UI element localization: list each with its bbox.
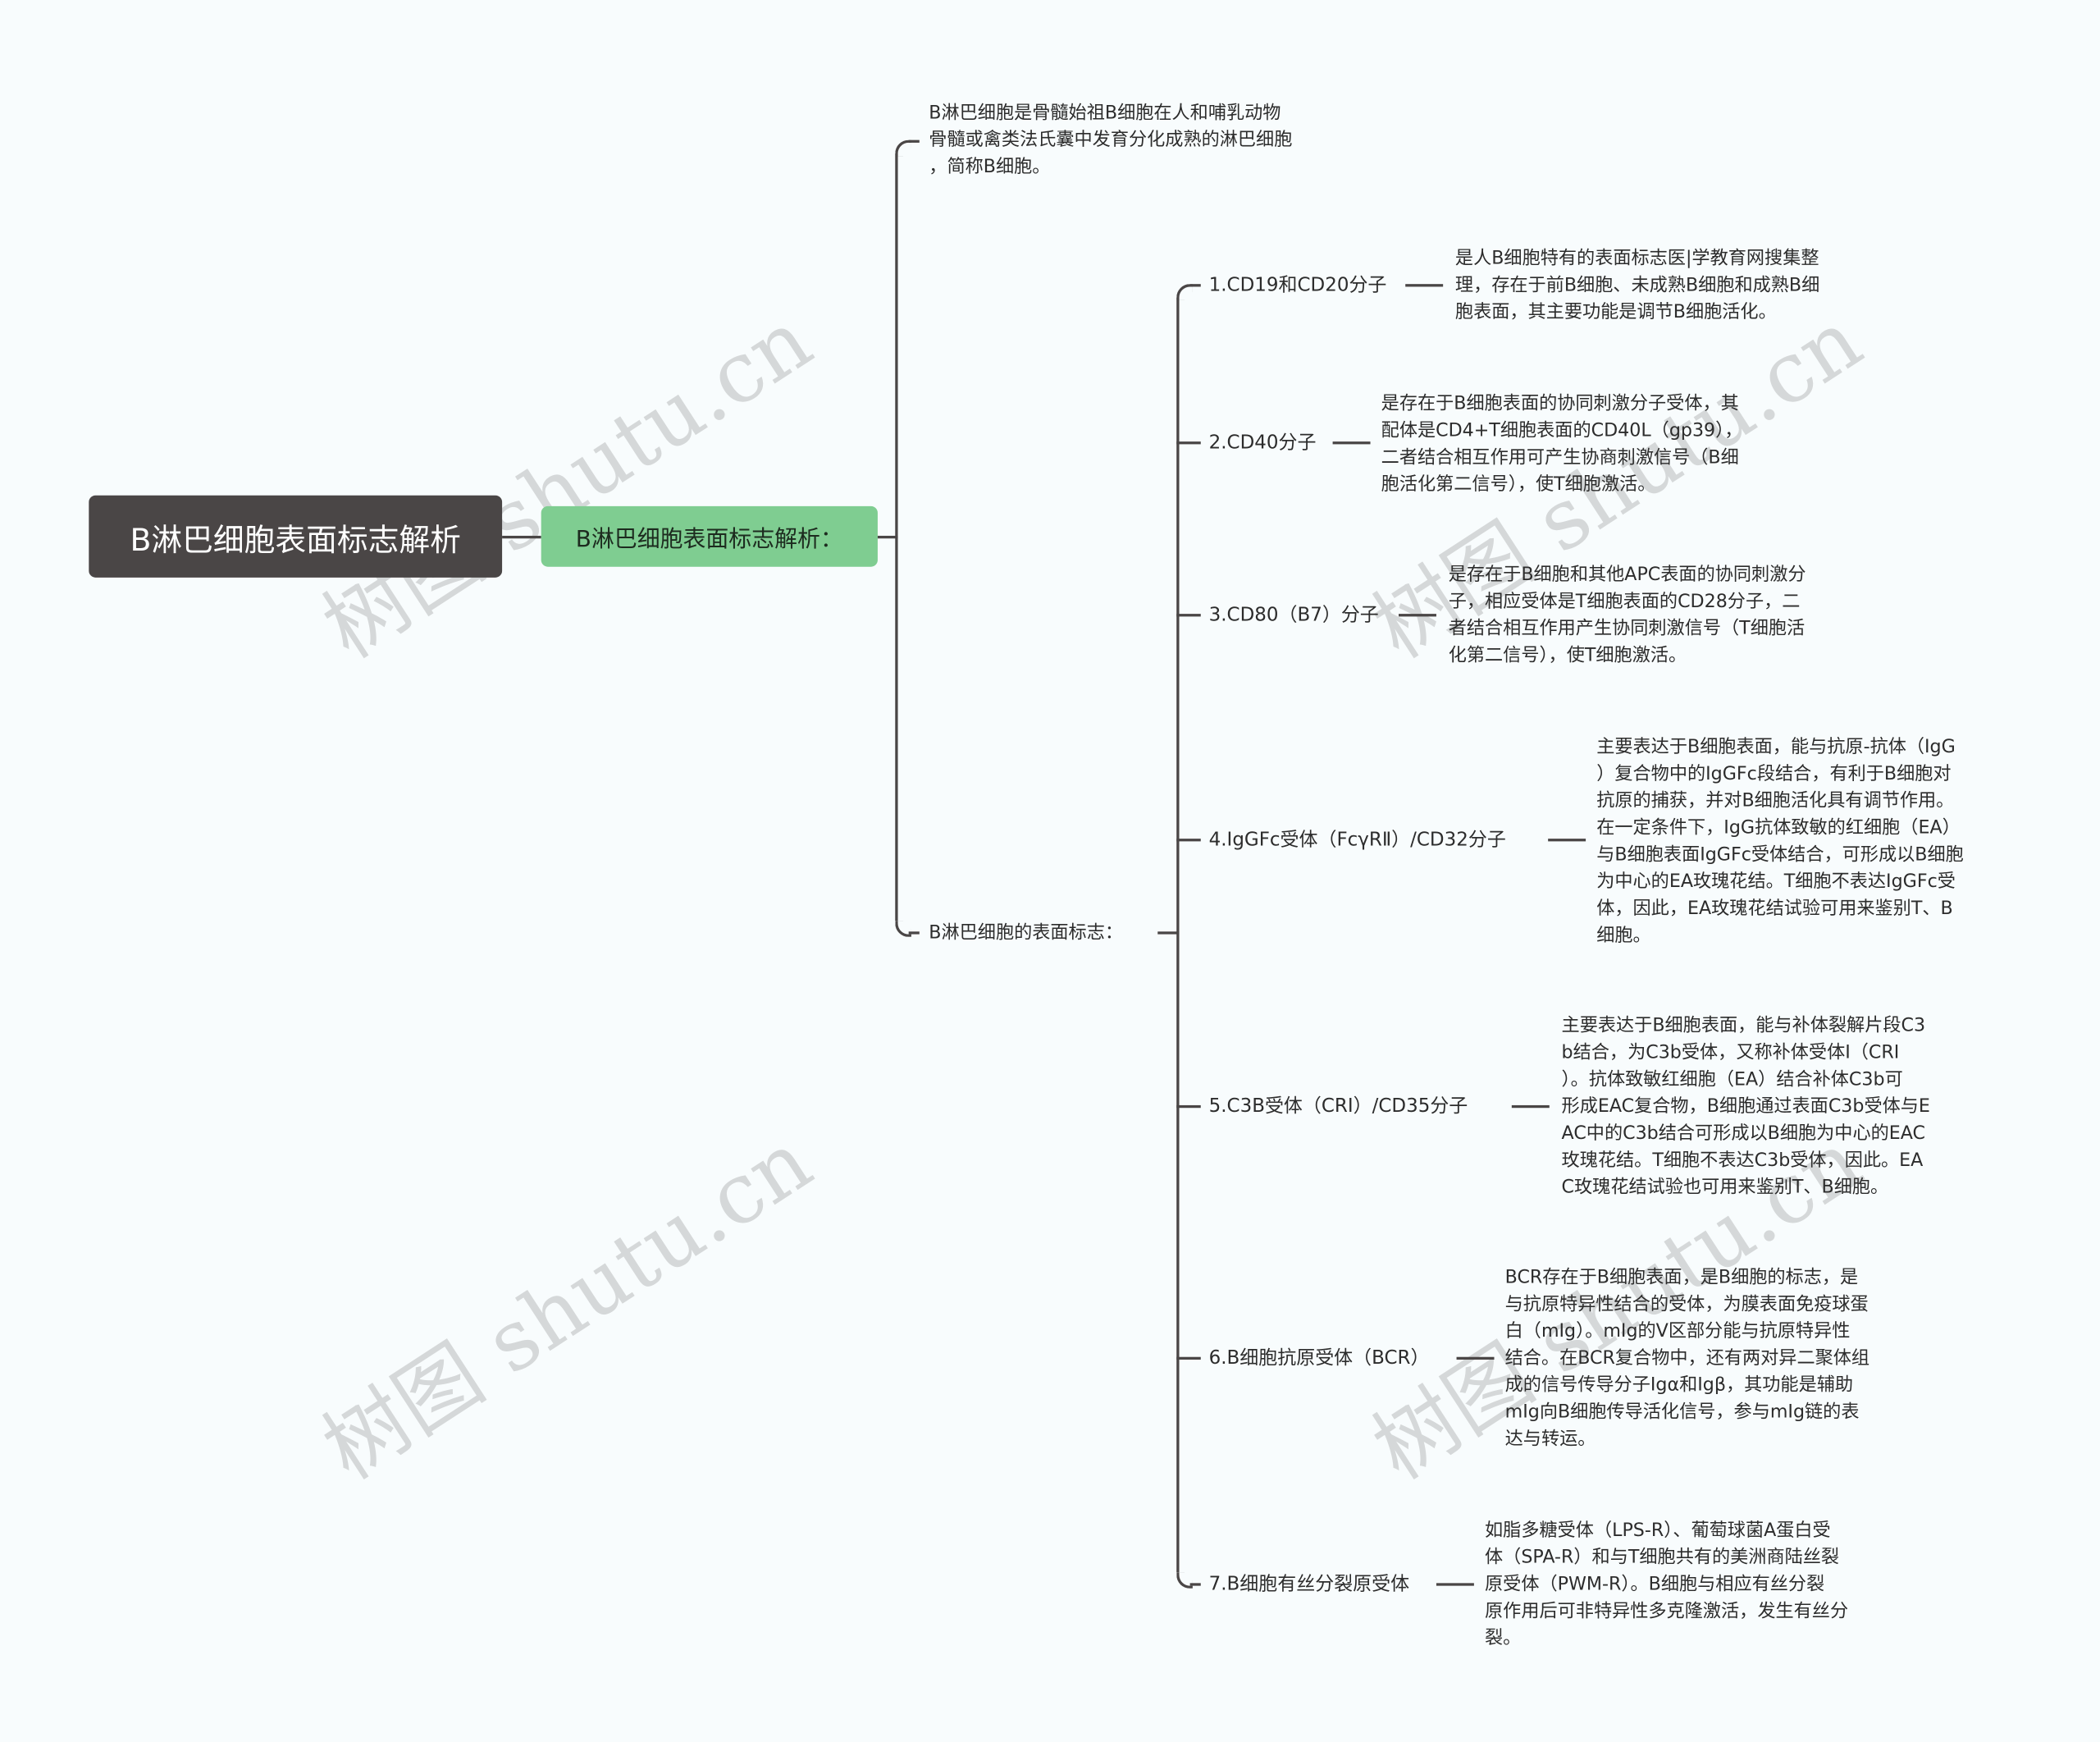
marker-item-label[interactable]: 4.IgGFc受体（FcγRⅡ）/CD32分子 bbox=[1208, 829, 1506, 851]
marker-item-detail[interactable]: BCR存在于B细胞表面，是B细胞的标志，是 与抗原特异性结合的受体，为膜表面免疫… bbox=[1504, 1266, 1870, 1450]
marker-item-detail[interactable]: 主要表达于B细胞表面，能与抗原-抗体（IgG ）复合物中的IgGFc段结合，有利… bbox=[1596, 736, 1964, 947]
connector-line bbox=[1176, 441, 1201, 445]
connector-line bbox=[1456, 1356, 1495, 1360]
markers-label[interactable]: B淋巴细胞的表面标志： bbox=[929, 921, 1124, 944]
connector-line bbox=[1332, 441, 1371, 445]
connector-line bbox=[908, 931, 920, 935]
marker-item-detail[interactable]: 如脂多糖受体（LPS-R）、葡萄球菌A蛋白受 体（SPA-R）和与T细胞共有的美… bbox=[1485, 1520, 1849, 1649]
marker-item-label[interactable]: 3.CD80（B7）分子 bbox=[1208, 604, 1379, 626]
marker-item-detail[interactable]: 是人B细胞特有的表面标志医|学教育网搜集整 理，存在于前B细胞、未成熟B细胞和成… bbox=[1454, 247, 1820, 323]
connector-line bbox=[1511, 1104, 1550, 1109]
connector-line bbox=[1548, 839, 1586, 842]
bracket-curve bbox=[895, 139, 911, 157]
marker-item-detail[interactable]: 是存在于B细胞表面的协同刺激分子受体，其 配体是CD4+T细胞表面的CD40L（… bbox=[1381, 393, 1743, 496]
connector-line bbox=[1398, 614, 1436, 617]
marker-item-label[interactable]: 7.B细胞有丝分裂原受体 bbox=[1208, 1573, 1410, 1596]
connector-line bbox=[877, 535, 898, 539]
connector-line bbox=[1189, 1583, 1201, 1586]
level1-node-label: B淋巴细胞表面标志解析： bbox=[575, 526, 843, 554]
connector-line bbox=[1176, 614, 1201, 617]
connector-line bbox=[1405, 284, 1444, 287]
bracket-curve bbox=[895, 921, 911, 937]
connector-line bbox=[1189, 284, 1201, 287]
marker-item-label[interactable]: 6.B细胞抗原受体（BCR） bbox=[1208, 1347, 1430, 1369]
connector-line bbox=[1176, 1104, 1201, 1109]
connector-line bbox=[502, 535, 541, 539]
level1-node[interactable]: B淋巴细胞表面标志解析： bbox=[541, 505, 878, 567]
marker-item-label[interactable]: 1.CD19和CD20分子 bbox=[1208, 274, 1387, 296]
marker-item-detail[interactable]: 主要表达于B细胞表面，能与补体裂解片段C3 b结合，为C3b受体，又称补体受体Ⅰ… bbox=[1561, 1015, 1930, 1199]
bracket-curve bbox=[1176, 284, 1193, 300]
bracket-curve bbox=[1176, 1572, 1193, 1589]
connector-line bbox=[1176, 839, 1201, 842]
connector-line bbox=[1176, 1356, 1201, 1360]
bracket-line bbox=[1176, 297, 1180, 1573]
connector-line bbox=[1157, 931, 1180, 935]
marker-item-detail[interactable]: 是存在于B细胞和其他APC表面的协同刺激分 子，相应受体是T细胞表面的CD28分… bbox=[1448, 564, 1806, 667]
root-node[interactable]: B淋巴细胞表面标志解析 bbox=[89, 495, 503, 578]
marker-item-label[interactable]: 5.C3B受体（CRⅠ）/CD35分子 bbox=[1208, 1095, 1468, 1118]
connector-line bbox=[1436, 1583, 1474, 1586]
root-node-label: B淋巴细胞表面标志解析 bbox=[130, 523, 461, 559]
watermark: 树图 shutu.cn bbox=[306, 1112, 829, 1498]
intro-text[interactable]: B淋巴细胞是骨髓始祖B细胞在人和哺乳动物 骨髓或禽类法氏囊中发育分化成熟的淋巴细… bbox=[929, 102, 1293, 178]
connector-line bbox=[908, 139, 920, 143]
bracket-line bbox=[895, 153, 898, 921]
watermark: 树图 shutu.cn bbox=[306, 290, 829, 678]
marker-item-label[interactable]: 2.CD40分子 bbox=[1208, 432, 1317, 454]
